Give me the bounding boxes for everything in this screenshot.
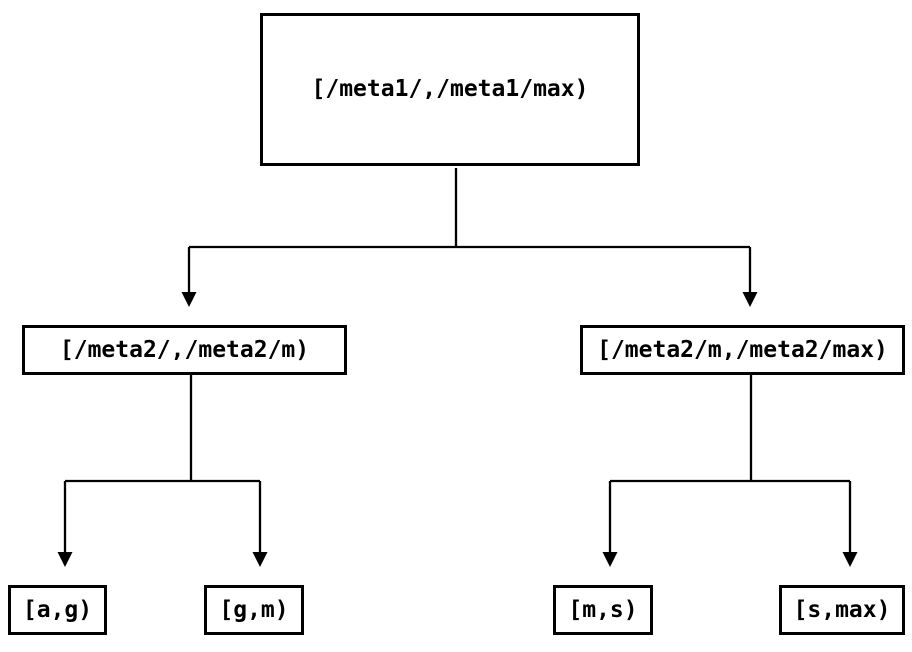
arrowhead-down-icon (742, 292, 758, 307)
node-leaf-smax: [s,max) (779, 585, 905, 635)
node-leaf-ag-label: [a,g) (22, 596, 93, 623)
node-leaf-ms: [m,s) (553, 585, 653, 635)
node-root: [/meta1/,/meta1/max) (260, 13, 640, 166)
node-right-label: [/meta2/m,/meta2/max) (597, 336, 888, 363)
arrowhead-down-icon (842, 552, 858, 567)
arrowhead-down-icon (252, 552, 268, 567)
node-leaf-gm-label: [g,m) (219, 596, 289, 623)
arrowhead-down-icon (181, 292, 197, 307)
node-leaf-smax-label: [s,max) (793, 596, 891, 623)
node-left-label: [/meta2/,/meta2/m) (59, 336, 310, 363)
node-left: [/meta2/,/meta2/m) (22, 325, 347, 375)
node-leaf-ms-label: [m,s) (568, 596, 638, 623)
arrowhead-down-icon (602, 552, 618, 567)
node-leaf-gm: [g,m) (204, 585, 304, 635)
node-right: [/meta2/m,/meta2/max) (580, 325, 905, 375)
edge-lines-left-subtree (63, 375, 262, 552)
edge-lines-level-1 (187, 168, 752, 292)
node-root-label: [/meta1/,/meta1/max) (311, 76, 589, 102)
edge-lines-right-subtree (608, 375, 852, 552)
arrowhead-down-icon (57, 552, 73, 567)
node-leaf-ag: [a,g) (8, 585, 107, 635)
